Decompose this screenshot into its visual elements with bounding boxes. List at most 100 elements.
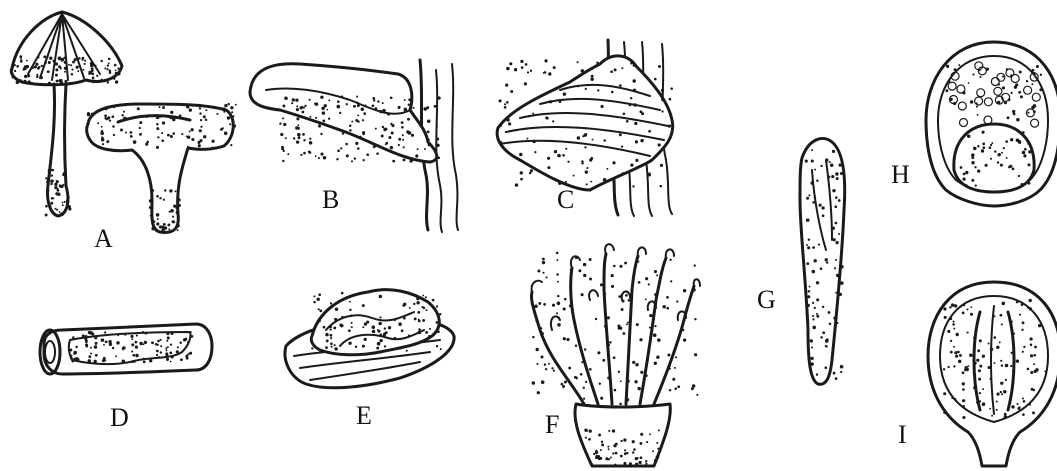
stipple-dot — [231, 111, 233, 113]
stipple-dot — [584, 348, 586, 350]
stipple-dot — [1005, 364, 1009, 368]
stipple-dot — [1030, 371, 1033, 374]
stipple-dot — [692, 384, 696, 388]
label-i: I — [898, 422, 907, 448]
stipple-dot — [406, 130, 409, 133]
stipple-dot — [997, 153, 1000, 156]
stipple-dot — [989, 146, 992, 149]
stipple-dot — [173, 204, 176, 207]
stipple-dot — [382, 102, 384, 104]
stipple-dot — [547, 166, 550, 169]
stipple-dot — [54, 186, 57, 189]
stipple-dot — [544, 363, 546, 365]
stipple-dot — [26, 60, 28, 62]
stipple-dot — [162, 121, 165, 124]
stipple-dot — [416, 297, 419, 300]
stipple-dot — [563, 307, 566, 310]
stipple-dot — [806, 244, 808, 246]
stipple-dot — [330, 302, 332, 304]
stipple-dot — [960, 306, 962, 308]
stipple-dot — [832, 150, 835, 153]
stipple-dot — [130, 135, 133, 138]
stipple-dot — [105, 108, 107, 110]
stipple-dot — [564, 380, 567, 383]
stipple-dot — [191, 335, 194, 338]
stipple-dot — [87, 113, 91, 117]
stipple-dot — [364, 104, 366, 106]
stipple-dot — [968, 82, 970, 84]
stipple-dot — [164, 189, 166, 191]
stipple-dot — [404, 108, 408, 112]
stipple-dot — [199, 107, 201, 109]
stipple-dot — [11, 65, 14, 68]
stipple-dot — [391, 131, 394, 134]
stipple-dot — [77, 70, 79, 72]
stipple-dot — [1001, 393, 1003, 395]
stipple-dot — [833, 317, 836, 320]
stipple-dot — [136, 335, 138, 337]
stipple-dot — [100, 60, 102, 62]
stipple-dot — [328, 99, 330, 101]
stipple-dot — [605, 457, 608, 460]
stipple-dot — [835, 324, 837, 326]
stipple-dot — [835, 222, 838, 225]
stipple-dot — [296, 105, 298, 107]
stipple-dot — [584, 146, 586, 148]
stipple-dot — [828, 311, 831, 314]
label-d: D — [110, 405, 129, 431]
stipple-dot — [403, 317, 406, 320]
stipple-dot — [189, 108, 192, 111]
stipple-dot — [50, 183, 53, 186]
stipple-dot — [345, 143, 348, 146]
stipple-dot — [658, 429, 660, 431]
stipple-dot — [589, 368, 592, 371]
stipple-dot — [162, 106, 165, 109]
stipple-dot — [131, 343, 134, 346]
stipple-dot — [964, 366, 967, 369]
stipple-dot — [280, 133, 283, 136]
stipple-dot — [828, 176, 831, 179]
stipple-dot — [674, 367, 676, 369]
stipple-dot — [66, 199, 68, 201]
stipple-dot — [613, 265, 616, 268]
stipple-dot — [1017, 407, 1020, 410]
stipple-dot — [547, 157, 550, 160]
stipple-dot — [92, 77, 95, 80]
stipple-dot — [113, 77, 116, 80]
stipple-dot — [950, 351, 953, 354]
stipple-dot — [944, 316, 947, 319]
stipple-dot — [379, 316, 381, 318]
stipple-dot — [377, 342, 381, 346]
stipple-dot — [601, 105, 604, 108]
stipple-dot — [181, 133, 183, 135]
stipple-dot — [590, 78, 593, 81]
stipple-dot — [375, 107, 378, 110]
stipple-dot — [101, 126, 103, 128]
stipple-dot — [585, 88, 587, 90]
stipple-dot — [1016, 301, 1019, 304]
stipple-dot — [103, 344, 105, 346]
stipple-dot — [632, 451, 634, 453]
stipple-dot — [377, 330, 380, 333]
stipple-dot — [612, 161, 615, 164]
stipple-dot — [82, 334, 85, 337]
stipple-dot — [500, 141, 502, 143]
stipple-dot — [384, 345, 386, 347]
stipple-dot — [104, 67, 106, 69]
stipple-dot — [143, 343, 145, 345]
stipple-dot — [363, 133, 365, 135]
stipple-dot — [37, 56, 39, 58]
stipple-dot — [822, 214, 825, 217]
stipple-dot — [115, 355, 117, 357]
stipple-dot — [1015, 83, 1018, 86]
stipple-dot — [520, 60, 523, 63]
stipple-dot — [973, 386, 976, 389]
stipple-dot — [573, 175, 575, 177]
stipple-dot — [558, 317, 560, 319]
stipple-dot — [634, 122, 637, 125]
label-b: B — [322, 187, 339, 213]
drawing-b-bracket-fungus — [250, 60, 458, 232]
stipple-dot — [635, 140, 638, 143]
stipple-dot — [1004, 415, 1007, 418]
stipple-dot — [534, 151, 536, 153]
